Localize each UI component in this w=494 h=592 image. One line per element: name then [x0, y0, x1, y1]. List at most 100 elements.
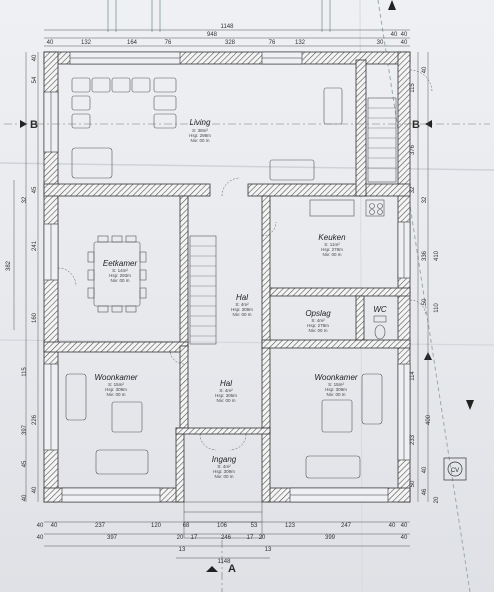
arrow-down-icon — [466, 400, 474, 410]
svg-text:S: 11m²: S: 11m² — [324, 242, 340, 247]
dimension-label: 32 — [410, 186, 416, 193]
dimension-label: 68 — [183, 523, 190, 529]
room-name: Opslag — [305, 309, 331, 318]
svg-text:S: 15m²: S: 15m² — [108, 382, 124, 387]
arrow-right-icon — [20, 120, 27, 128]
dimension-label: 40 — [391, 32, 398, 38]
section-markers: B B A — [4, 119, 490, 592]
dimension-label: 45 — [22, 460, 28, 467]
dimension-label: 164 — [127, 40, 138, 46]
section-b-left: B — [30, 119, 38, 131]
svg-text:S: 4m²: S: 4m² — [219, 388, 233, 393]
dimension-label: 76 — [269, 40, 276, 46]
svg-text:Hsp: 278m: Hsp: 278m — [307, 323, 329, 328]
dimension-label: 1148 — [221, 24, 235, 30]
room-hal-top: Hal S: 4m² Hsp: 309m Niv: 00 m — [231, 293, 253, 317]
svg-text:Hsp: 278m: Hsp: 278m — [321, 247, 343, 252]
svg-text:Niv: 00 m: Niv: 00 m — [110, 278, 129, 283]
room-name: Woonkamer — [94, 373, 137, 382]
svg-text:S: 14m²: S: 14m² — [112, 268, 128, 273]
room-woonkamer-left: Woonkamer S: 15m² Hsp: 309m Niv: 00 m — [94, 373, 137, 397]
dimension-label: 1148 — [218, 559, 232, 565]
svg-text:Niv: 00 m: Niv: 00 m — [106, 392, 125, 397]
room-name: Living — [190, 118, 211, 127]
entrance-steps — [183, 501, 263, 539]
section-a-bottom: A — [228, 563, 236, 575]
dimension-label: 50 — [422, 298, 428, 305]
dimension-label: 336 — [422, 250, 428, 261]
svg-text:S: 15m²: S: 15m² — [328, 382, 344, 387]
dimension-label: 40 — [37, 523, 44, 529]
arrow-left-icon — [425, 120, 432, 128]
dimension-label: 123 — [285, 523, 296, 529]
room-name: Keuken — [318, 233, 346, 242]
room-living: Living S: 38m² Hsp: 298m Niv: 00 m — [189, 118, 211, 143]
dimension-label: 160 — [32, 312, 38, 323]
svg-text:Hsp: 305m: Hsp: 305m — [215, 393, 237, 398]
dimension-label: 233 — [410, 434, 416, 445]
dimension-label: 40 — [32, 486, 38, 493]
section-b-right: B — [412, 119, 420, 131]
dimension-label: 40 — [32, 54, 38, 61]
svg-text:Niv: 00 m: Niv: 00 m — [190, 138, 209, 143]
room-name: Hal — [220, 379, 232, 388]
room-opslag: Opslag S: 4m² Hsp: 278m Niv: 00 m — [305, 309, 331, 333]
dimension-label: 106 — [217, 523, 228, 529]
arrow-up-icon — [206, 566, 218, 572]
room-name: Eetkamer — [103, 259, 138, 268]
dimension-label: 40 — [422, 66, 428, 73]
room-name: Ingang — [212, 455, 237, 464]
dimension-label: 400 — [426, 414, 432, 425]
svg-text:Hsp: 309m: Hsp: 309m — [325, 387, 347, 392]
svg-text:Hsp: 309m: Hsp: 309m — [231, 307, 253, 312]
dimension-label: 13 — [179, 547, 186, 553]
dimension-label: 40 — [422, 466, 428, 473]
svg-text:Niv: 00 m: Niv: 00 m — [214, 474, 233, 479]
dimension-label: 110 — [434, 303, 440, 313]
dimension-label: 50 — [410, 480, 416, 487]
arrow-up-icon — [388, 0, 396, 10]
dimension-label: 20 — [177, 535, 184, 541]
svg-text:Hsp: 293m: Hsp: 293m — [109, 273, 131, 278]
dimension-label: 30 — [377, 40, 384, 46]
dimension-label: 54 — [32, 76, 38, 83]
dimension-label: 376 — [410, 144, 416, 155]
room-wc: WC — [373, 305, 387, 314]
dimension-label: 410 — [434, 250, 440, 261]
dimension-label: 53 — [251, 523, 258, 529]
svg-text:Hsp: 298m: Hsp: 298m — [189, 133, 211, 138]
dimension-label: 40 — [51, 523, 58, 529]
room-keuken: Keuken S: 11m² Hsp: 278m Niv: 00 m — [318, 233, 346, 257]
dimension-label: 132 — [81, 40, 92, 46]
cv-symbol: CV — [443, 457, 467, 481]
svg-text:Hsp: 309m: Hsp: 309m — [213, 469, 235, 474]
dimension-label: 45 — [32, 186, 38, 193]
dimension-label: 397 — [107, 535, 118, 541]
room-eetkamer: Eetkamer S: 14m² Hsp: 293m Niv: 00 m — [103, 259, 138, 283]
room-name: WC — [373, 305, 387, 314]
dimension-label: 20 — [259, 535, 266, 541]
dimension-label: 40 — [22, 494, 28, 501]
dimension-label: 115 — [410, 83, 416, 93]
dimension-label: 114 — [410, 371, 416, 381]
dimension-label: 32 — [422, 196, 428, 203]
dimension-label: 40 — [37, 535, 44, 541]
svg-text:Hsp: 309m: Hsp: 309m — [105, 387, 127, 392]
dimension-label: 13 — [265, 547, 272, 553]
svg-text:S: 4m²: S: 4m² — [217, 464, 231, 469]
dimension-label: 20 — [434, 496, 440, 503]
dimension-label: 115 — [22, 367, 28, 377]
room-name: Woonkamer — [314, 373, 357, 382]
dimension-label: 948 — [207, 32, 218, 38]
room-hal-mid: Hal S: 4m² Hsp: 305m Niv: 00 m — [215, 379, 237, 403]
room-name: Hal — [236, 293, 248, 302]
walls — [43, 51, 411, 503]
svg-text:S: 4m²: S: 4m² — [311, 318, 325, 323]
dimension-label: 241 — [32, 240, 38, 251]
room-ingang: Ingang S: 4m² Hsp: 309m Niv: 00 m — [212, 455, 237, 479]
dimension-label: 226 — [32, 414, 38, 425]
